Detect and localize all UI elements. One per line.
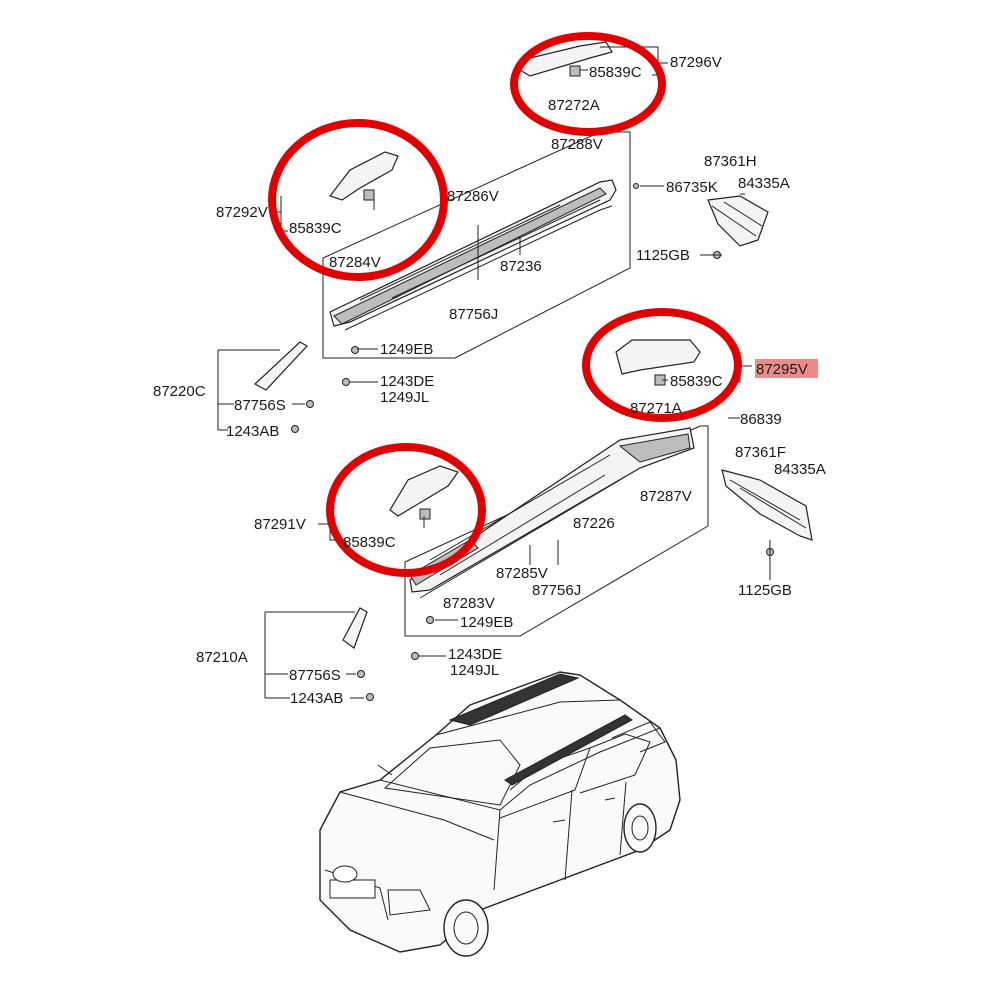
bracket-84335A-lower	[721, 469, 813, 556]
label-84335A-lower: 84335A	[774, 461, 826, 478]
label-87236: 87236	[500, 258, 542, 275]
lower-assembly-frame	[404, 425, 709, 637]
label-87285V: 87285V	[496, 565, 548, 582]
label-86735K: 86735K	[666, 179, 718, 196]
label-87220C: 87220C	[153, 383, 206, 400]
label-1249EB-lower: 1249EB	[460, 614, 513, 631]
label-87272A: 87272A	[548, 97, 600, 114]
lower-roof-rail	[409, 427, 695, 599]
highlight-circle-middle-right	[582, 308, 742, 422]
label-87756S-lower: 87756S	[289, 667, 341, 684]
label-87361H: 87361H	[704, 153, 757, 170]
label-1243AB-upper: 1243AB	[226, 423, 279, 440]
label-87283V: 87283V	[443, 595, 495, 612]
part-labels: 87296V 85839C 87272A 87288V 87292V 85839…	[153, 54, 826, 707]
label-1243DE-upper: 1243DE	[380, 373, 434, 390]
label-85839C-lower-left: 85839C	[343, 534, 396, 551]
label-85839C-upper-left: 85839C	[289, 220, 342, 237]
label-1243AB-lower: 1243AB	[290, 690, 343, 707]
label-87226: 87226	[573, 515, 615, 532]
label-1249JL-lower: 1249JL	[450, 662, 499, 679]
label-86839: 86839	[740, 411, 782, 428]
label-1249EB-upper: 1249EB	[380, 341, 433, 358]
highlight-circles	[268, 32, 742, 577]
vehicle-illustration	[319, 671, 681, 957]
label-87291V: 87291V	[254, 516, 306, 533]
clip-group-87220C	[217, 341, 359, 433]
label-87210A: 87210A	[196, 649, 248, 666]
clip-group-87210A	[264, 607, 434, 701]
label-87296V: 87296V	[670, 54, 722, 71]
highlight-circle-lower-left	[326, 443, 486, 577]
label-1125GB-lower: 1125GB	[738, 582, 792, 599]
label-87286V: 87286V	[447, 188, 499, 205]
label-87287V: 87287V	[640, 488, 692, 505]
end-cap-87292V	[329, 151, 399, 201]
upper-roof-rail	[329, 179, 617, 331]
bracket-84335A-upper	[633, 183, 769, 259]
label-85839C-top: 85839C	[589, 64, 642, 81]
label-87288V: 87288V	[551, 136, 603, 153]
end-cap-87291V	[389, 465, 459, 520]
label-85839C-middle-right: 85839C	[670, 373, 723, 390]
highlight-circle-upper-left	[268, 119, 448, 281]
label-87756J-lower: 87756J	[532, 582, 581, 599]
label-1125GB-upper: 1125GB	[636, 247, 690, 264]
label-1249JL-upper: 1249JL	[380, 389, 429, 406]
label-87361F: 87361F	[735, 444, 786, 461]
label-1243DE-lower: 1243DE	[448, 646, 502, 663]
label-87295V: 87295V	[756, 361, 808, 378]
highlight-circle-top-right	[510, 32, 666, 136]
label-87756J-upper: 87756J	[449, 306, 498, 323]
label-87292V: 87292V	[216, 204, 268, 221]
highlight-box-87295V	[755, 359, 818, 378]
label-87756S-upper: 87756S	[234, 397, 286, 414]
label-84335A-upper: 84335A	[738, 175, 790, 192]
label-87284V: 87284V	[329, 254, 381, 271]
label-87271A: 87271A	[630, 400, 682, 417]
